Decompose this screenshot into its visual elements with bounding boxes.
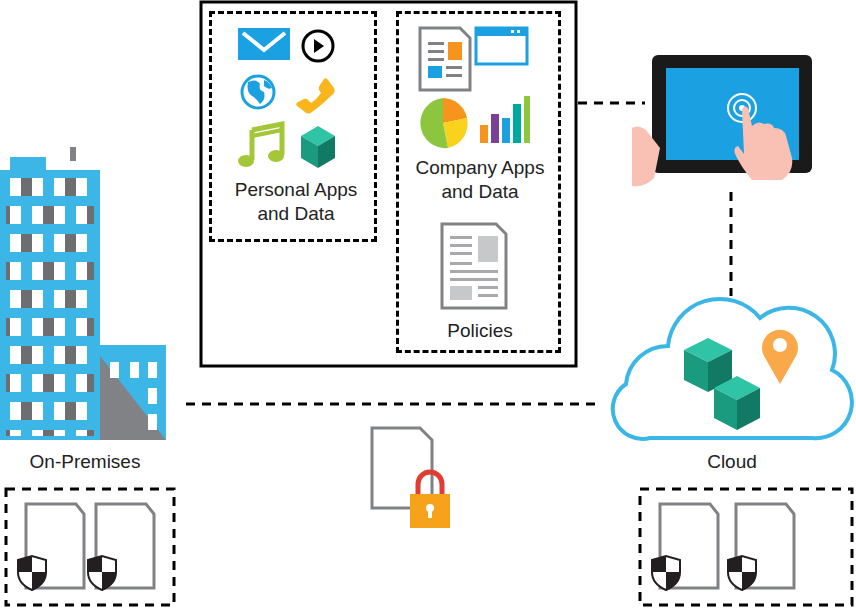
mail-icon (238, 28, 290, 60)
device-frame (201, 2, 576, 366)
music-icon (238, 124, 284, 167)
policy-document-icon (442, 224, 506, 308)
dashed-link (578, 102, 645, 105)
shield-fill (18, 556, 46, 590)
shield-documents (18, 504, 794, 590)
tablet-illustration (632, 55, 812, 186)
node-label: Personal Apps and Data (224, 178, 368, 226)
node-label: Cloud (608, 450, 856, 474)
browser-icon (476, 28, 527, 64)
bar-chart-icon (480, 96, 530, 143)
cloud-site: Cloud (598, 290, 856, 480)
phone-icon (296, 78, 334, 113)
dashed-link (730, 192, 733, 296)
cloud-illustration (613, 299, 852, 439)
shield-symbol (88, 556, 116, 590)
node-label: Policies (401, 319, 559, 343)
globe-icon (242, 76, 274, 108)
cube-icon (301, 126, 335, 168)
locked-document (372, 428, 450, 528)
dashed-group (640, 489, 852, 605)
shield-symbol (652, 556, 680, 590)
document-icon (420, 28, 470, 90)
shield-symbol (728, 556, 756, 590)
on-premises-site: On-Premises (0, 148, 186, 480)
building-illustration (0, 147, 166, 440)
dashed-connector (186, 403, 598, 406)
dashed-group (6, 489, 174, 605)
pie-chart-icon (420, 98, 467, 148)
shield-fill (652, 556, 680, 590)
shield-fill (88, 556, 116, 590)
shield-symbol (18, 556, 46, 590)
node-label: Company Apps and Data (401, 156, 559, 204)
company-apps-box: Company Apps and DataPolicies (396, 11, 561, 353)
personal-apps-box: Personal Apps and Data (209, 11, 377, 242)
shield-fill (728, 556, 756, 590)
node-label: On-Premises (0, 450, 170, 474)
play-icon (303, 31, 333, 61)
